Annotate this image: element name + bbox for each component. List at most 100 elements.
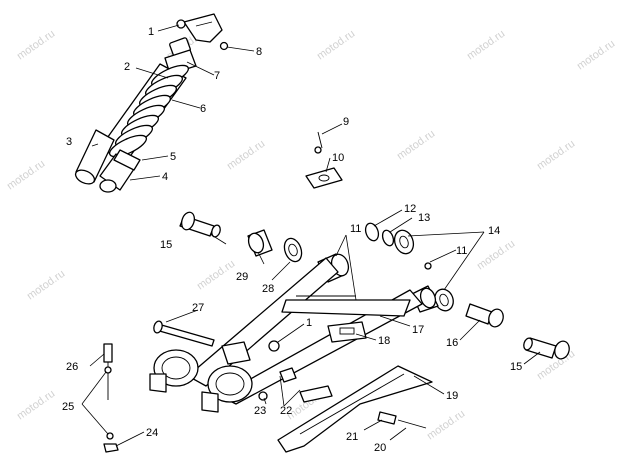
watermark: motod.ru [25, 268, 67, 303]
pivot-bolt-right [523, 337, 570, 360]
chain-guide [277, 365, 433, 453]
bushing-14-upper [393, 229, 415, 255]
pivot-tube-right-end [419, 287, 437, 309]
pivot-bolt-head [488, 308, 504, 328]
callout-27: 27 [192, 302, 204, 314]
callout-6: 6 [200, 103, 206, 115]
bolt-26-assembly [103, 343, 119, 453]
chain-guide-groove [299, 373, 405, 435]
adjuster-1 [268, 340, 280, 352]
mount-plate-assembly [305, 131, 343, 189]
watermark: motod.ru [425, 408, 467, 443]
watermark: motod.ru [475, 238, 517, 273]
callout-11: 11 [350, 223, 361, 235]
watermark: motod.ru [15, 28, 57, 63]
axle-carrier-right-bore [215, 372, 245, 396]
bolt-27 [153, 320, 215, 347]
seal-13 [381, 229, 395, 247]
callout-15: 15 [160, 239, 172, 251]
pivot-bolt-head [181, 211, 195, 231]
callout-16: 16 [446, 337, 458, 349]
chain-guide-mount [299, 385, 333, 403]
callout-4: 4 [162, 171, 168, 183]
mount-screw-head [314, 146, 322, 154]
bearing-28-bore [288, 243, 298, 257]
axle-carrier-left-bore [161, 356, 191, 380]
watermark: motod.ru [15, 388, 57, 423]
callout-5: 5 [170, 151, 176, 163]
chain-guide-clip [279, 367, 297, 383]
watermark: motod.ru [575, 38, 617, 73]
callout-18: 18 [378, 335, 390, 347]
bolt-26-head [103, 343, 113, 363]
bushing-29-face [247, 232, 265, 254]
long-bolt-shank [155, 323, 215, 347]
callout-17: 17 [412, 324, 424, 336]
callout-3: 3 [66, 136, 72, 148]
callout-25: 25 [62, 401, 74, 413]
screw-20 [397, 419, 427, 429]
watermark: motod.ru [395, 128, 437, 163]
callout-2: 2 [124, 61, 130, 73]
washer-23 [258, 391, 268, 401]
long-bolt-head [153, 320, 163, 334]
watermark-layer: motod.ru motod.ru motod.ru motod.ru moto… [5, 28, 617, 443]
nut-24 [103, 443, 119, 453]
callout-29: 29 [236, 271, 248, 283]
shock-absorber-assembly [74, 13, 229, 193]
callout-12: 12 [404, 203, 416, 215]
watermark: motod.ru [195, 258, 237, 293]
bracket-slot [339, 327, 355, 335]
callout-labels: 1 8 2 7 6 3 5 4 9 10 11 12 13 14 11 15 2… [62, 26, 522, 454]
callout-23: 23 [254, 405, 266, 417]
callout-7: 7 [214, 70, 220, 82]
callout-21: 21 [346, 431, 358, 443]
callout-11: 11 [456, 245, 467, 257]
axle-carrier-right [207, 365, 253, 403]
mount-plate-hole [318, 174, 330, 182]
bushing-14-upper-bore [399, 235, 409, 249]
grease-fitting [424, 262, 432, 270]
coil-spring [108, 64, 190, 158]
pivot-bolt-rear [465, 303, 504, 328]
bracket-detail [195, 21, 213, 27]
callout-1: 1 [306, 317, 312, 329]
pivot-bushings [247, 222, 454, 312]
reservoir-end [74, 169, 96, 185]
callout-8: 8 [256, 46, 262, 58]
callout-14: 14 [488, 225, 500, 237]
cross-member [281, 299, 411, 317]
screw-20-spacer-21 [377, 411, 427, 429]
pivot-bolt-head [554, 340, 570, 360]
pivot-bolt-tip [523, 337, 533, 351]
watermark: motod.ru [225, 138, 267, 173]
carrier-flange-right [201, 391, 219, 413]
pivot-bolt-shank [465, 303, 493, 325]
lower-eye-bore [99, 179, 117, 193]
mount-plate [305, 167, 343, 189]
washer-12 [364, 222, 380, 242]
callout-22: 22 [280, 405, 292, 417]
swing-arm [149, 253, 439, 413]
watermark: motod.ru [535, 138, 577, 173]
washer-25-lower [106, 432, 114, 440]
callout-9: 9 [343, 116, 349, 128]
callout-13: 13 [418, 212, 430, 224]
callout-26: 26 [66, 361, 78, 373]
chain-guide-body [277, 365, 433, 453]
bearing-28 [283, 237, 303, 263]
washer-25-upper [104, 366, 112, 374]
spacer-21 [377, 411, 397, 425]
caliper-mount-tab [221, 341, 251, 365]
shock-nut [219, 41, 229, 51]
callout-28: 28 [262, 283, 274, 295]
callout-24: 24 [146, 427, 158, 439]
chain-guide-bracket [327, 321, 367, 343]
watermark: motod.ru [465, 28, 507, 63]
watermark: motod.ru [5, 158, 47, 193]
callout-10: 10 [332, 152, 344, 164]
bushing-14-lower-bore [439, 293, 449, 307]
callout-1: 1 [148, 26, 154, 38]
callout-19: 19 [446, 390, 458, 402]
